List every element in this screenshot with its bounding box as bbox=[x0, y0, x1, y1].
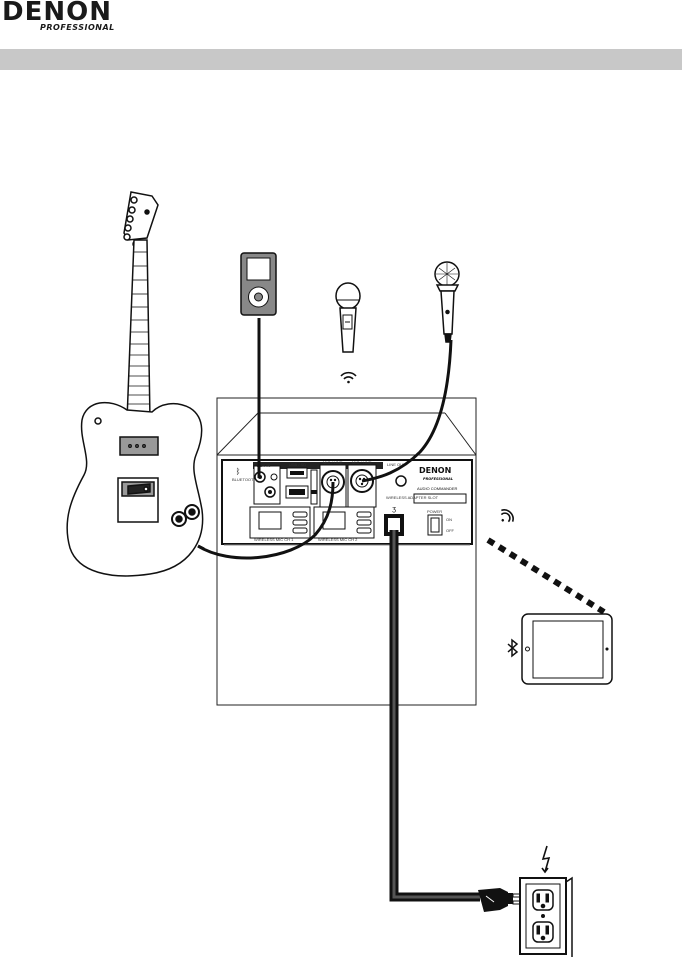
wireless-adapter-label: WIRELESS ADAPTER SLOT bbox=[386, 495, 439, 500]
panel-model: AUDIO COMMANDER bbox=[417, 486, 458, 491]
wall-outlet-icon bbox=[520, 878, 572, 957]
electricity-bolt-icon bbox=[542, 846, 549, 872]
bluetooth-icon bbox=[508, 640, 517, 656]
svg-text:ᛒ: ᛒ bbox=[236, 467, 241, 476]
power-switch[interactable] bbox=[428, 515, 442, 535]
mic-line-1-label: MIC / LINE bbox=[323, 460, 343, 465]
bluetooth-link-dashed-line bbox=[488, 540, 604, 612]
power-label: POWER bbox=[427, 509, 442, 514]
wired-microphone-icon bbox=[435, 262, 459, 342]
svg-text:ʒ: ʒ bbox=[392, 506, 396, 513]
wireless-mic-ch1-label: WIRELESS MIC CH 1 bbox=[254, 537, 294, 542]
wireless-mic-ch2-label: WIRELESS MIC CH 2 bbox=[318, 537, 358, 542]
volume-fader[interactable] bbox=[311, 470, 317, 504]
panel-bluetooth-icon: ᛒ bbox=[236, 467, 241, 476]
media-player-icon bbox=[241, 253, 276, 315]
power-plug-icon bbox=[478, 888, 522, 912]
wireless-mic-module-1 bbox=[250, 507, 310, 538]
usb-sd-label: USB / SD bbox=[289, 462, 306, 467]
mic-line-2-label: MIC / LINE bbox=[352, 460, 372, 465]
bluetooth-wireless-signal-icon bbox=[496, 507, 516, 527]
panel-brand: DENON bbox=[419, 466, 451, 475]
tablet-icon bbox=[522, 614, 612, 684]
electric-guitar-icon bbox=[67, 192, 204, 576]
power-on-label: ON bbox=[446, 517, 452, 522]
wireless-microphone-icon bbox=[336, 283, 360, 352]
mic-line-input-2[interactable] bbox=[348, 465, 376, 507]
panel-bluetooth-label: BLUETOOTH bbox=[232, 477, 256, 482]
line-out-jack[interactable] bbox=[396, 476, 406, 486]
panel-brand-sub: PROFESSIONAL bbox=[423, 477, 453, 481]
power-off-label: OFF bbox=[446, 528, 455, 533]
wireless-signal-icon bbox=[341, 373, 356, 384]
speaker-cabinet bbox=[217, 398, 476, 705]
